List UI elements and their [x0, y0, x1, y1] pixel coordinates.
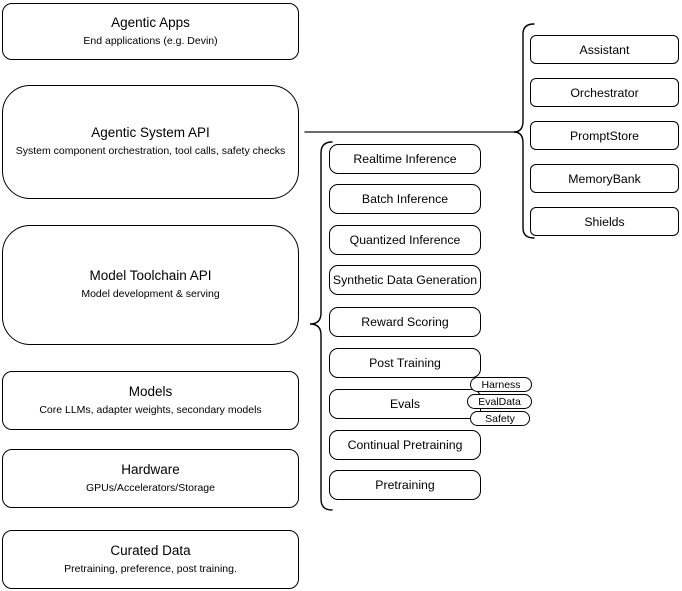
- node-synthetic-data-generation: Synthetic Data Generation: [329, 265, 481, 295]
- node-shields: Shields: [530, 207, 679, 236]
- node-title: Agentic Apps: [111, 14, 190, 30]
- node-subtitle: GPUs/Accelerators/Storage: [86, 481, 215, 494]
- node-title: Hardware: [121, 461, 180, 477]
- node-model-toolchain-api: Model Toolchain API Model development & …: [2, 225, 299, 345]
- node-quantized-inference: Quantized Inference: [329, 225, 481, 255]
- node-memorybank: MemoryBank: [530, 164, 679, 193]
- pill-harness: Harness: [470, 377, 532, 392]
- pill-safety: Safety: [470, 411, 530, 426]
- node-subtitle: Pretraining, preference, post training.: [64, 562, 237, 575]
- node-realtime-inference: Realtime Inference: [329, 144, 481, 174]
- node-subtitle: Core LLMs, adapter weights, secondary mo…: [39, 403, 262, 416]
- node-title: Models: [128, 383, 173, 399]
- node-title: Curated Data: [110, 542, 191, 558]
- node-agentic-system-api: Agentic System API System component orch…: [2, 85, 299, 199]
- node-agentic-apps: Agentic Apps End applications (e.g. Devi…: [2, 3, 299, 60]
- node-subtitle: Model development & serving: [81, 288, 220, 301]
- node-subtitle: System component orchestration, tool cal…: [15, 145, 286, 158]
- node-pretraining: Pretraining: [329, 470, 481, 500]
- node-batch-inference: Batch Inference: [329, 184, 481, 214]
- node-curated-data: Curated Data Pretraining, preference, po…: [2, 530, 299, 589]
- pill-evaldata: EvalData: [467, 394, 532, 409]
- node-orchestrator: Orchestrator: [530, 78, 679, 107]
- node-evals: Evals: [329, 389, 481, 419]
- node-assistant: Assistant: [530, 35, 679, 64]
- node-continual-pretraining: Continual Pretraining: [329, 430, 481, 460]
- node-models: Models Core LLMs, adapter weights, secon…: [2, 371, 299, 430]
- node-hardware: Hardware GPUs/Accelerators/Storage: [2, 449, 299, 508]
- node-promptstore: PromptStore: [530, 121, 679, 150]
- node-reward-scoring: Reward Scoring: [329, 307, 481, 337]
- node-title: Agentic System API: [91, 125, 210, 141]
- node-title: Model Toolchain API: [89, 268, 212, 284]
- node-subtitle: End applications (e.g. Devin): [83, 34, 218, 47]
- node-post-training: Post Training: [329, 348, 481, 378]
